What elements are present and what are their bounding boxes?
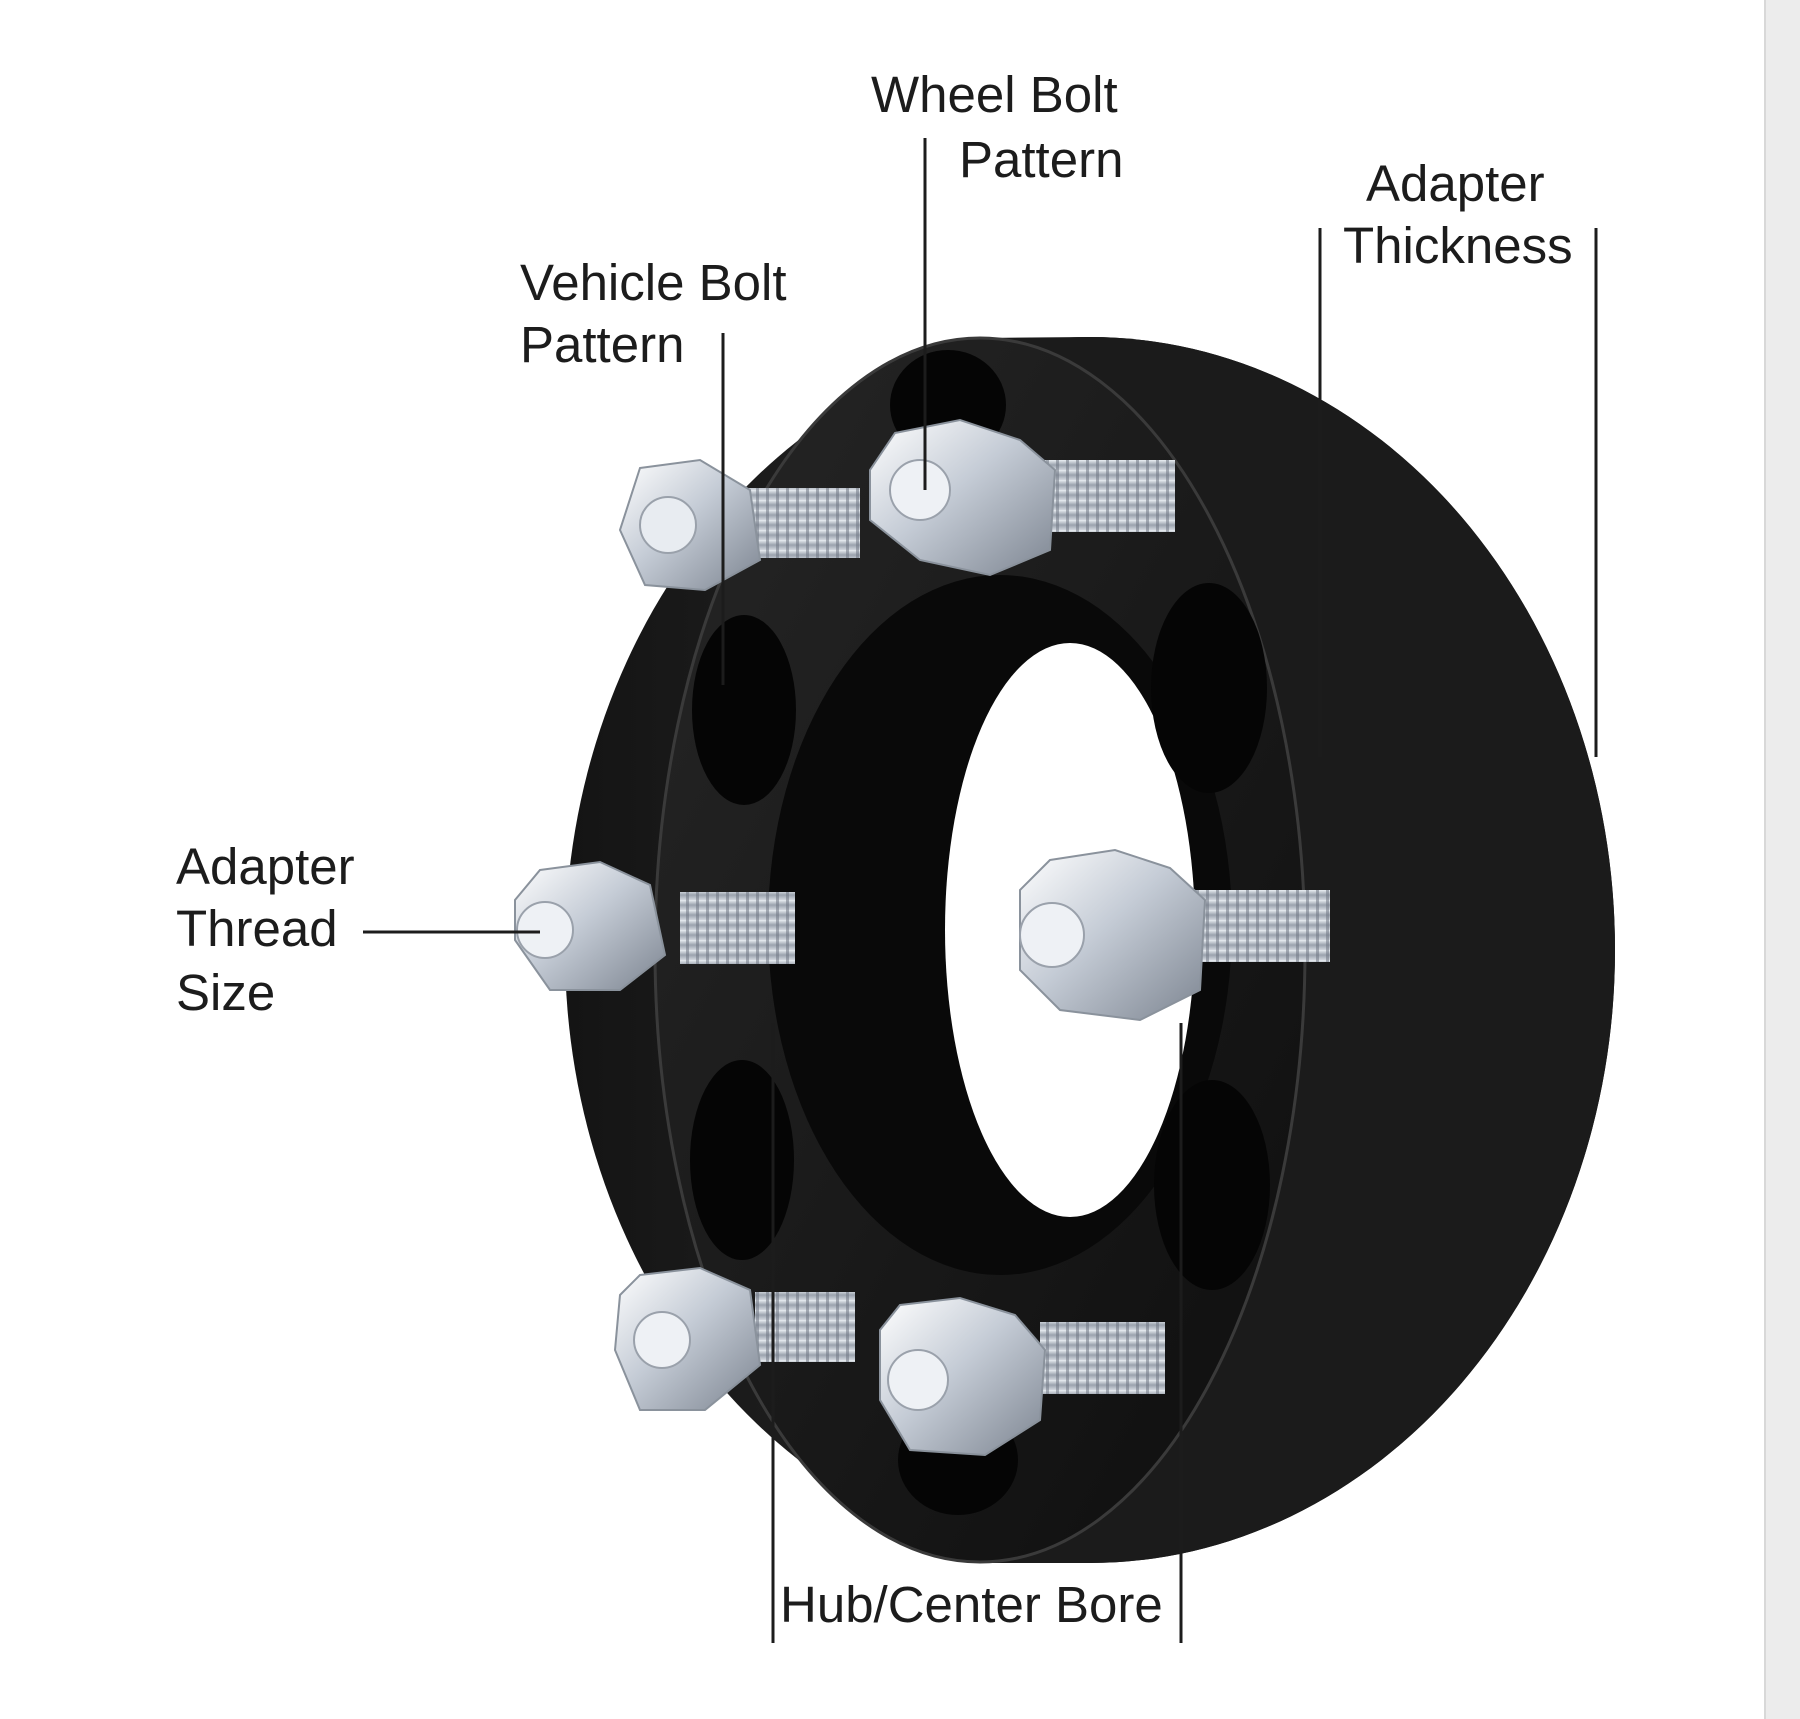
- bolt-hole: [690, 1060, 794, 1260]
- hub-center-bore-label: Hub/Center Bore: [780, 1576, 1163, 1633]
- bolt-hole: [692, 615, 796, 805]
- vehicle-bolt-pattern-line-2: Pattern: [520, 316, 684, 373]
- adapter-thread-size-line-2: Thread: [176, 900, 338, 957]
- lug-nut: [1019, 848, 1330, 1022]
- adapter-thread-size-line-1: Adapter: [176, 838, 355, 895]
- hub-center-bore-text: Hub/Center Bore: [780, 1576, 1163, 1633]
- adapter-thickness-line-1: Adapter: [1366, 155, 1545, 212]
- vehicle-bolt-pattern-line-1: Vehicle Bolt: [520, 254, 787, 311]
- vehicle-bolt-pattern-label: Vehicle Bolt Pattern: [520, 254, 787, 373]
- adapter-thickness-line-2: Thickness: [1343, 217, 1573, 274]
- wheel-bolt-pattern-line-2: Pattern: [959, 131, 1123, 188]
- scrollbar[interactable]: [1764, 0, 1800, 1719]
- lug-nut: [879, 1296, 1165, 1457]
- lug-nut: [514, 860, 795, 991]
- lug-nut: [869, 418, 1175, 577]
- wheel-bolt-pattern-label: Wheel Bolt Pattern: [871, 66, 1123, 188]
- adapter-thread-size-line-3: Size: [176, 964, 275, 1021]
- lug-nut: [613, 1266, 855, 1411]
- bolt-hole: [1154, 1080, 1270, 1290]
- wheel-studs: [514, 418, 1330, 1457]
- adapter-thread-size-label: Adapter Thread Size: [176, 838, 355, 1021]
- bolt-hole: [1151, 583, 1267, 793]
- wheel-bolt-pattern-line-1: Wheel Bolt: [871, 66, 1118, 123]
- lug-nut: [618, 458, 860, 592]
- leader-lines: [363, 138, 1598, 1643]
- adapter-thickness-label: Adapter Thickness: [1343, 155, 1573, 274]
